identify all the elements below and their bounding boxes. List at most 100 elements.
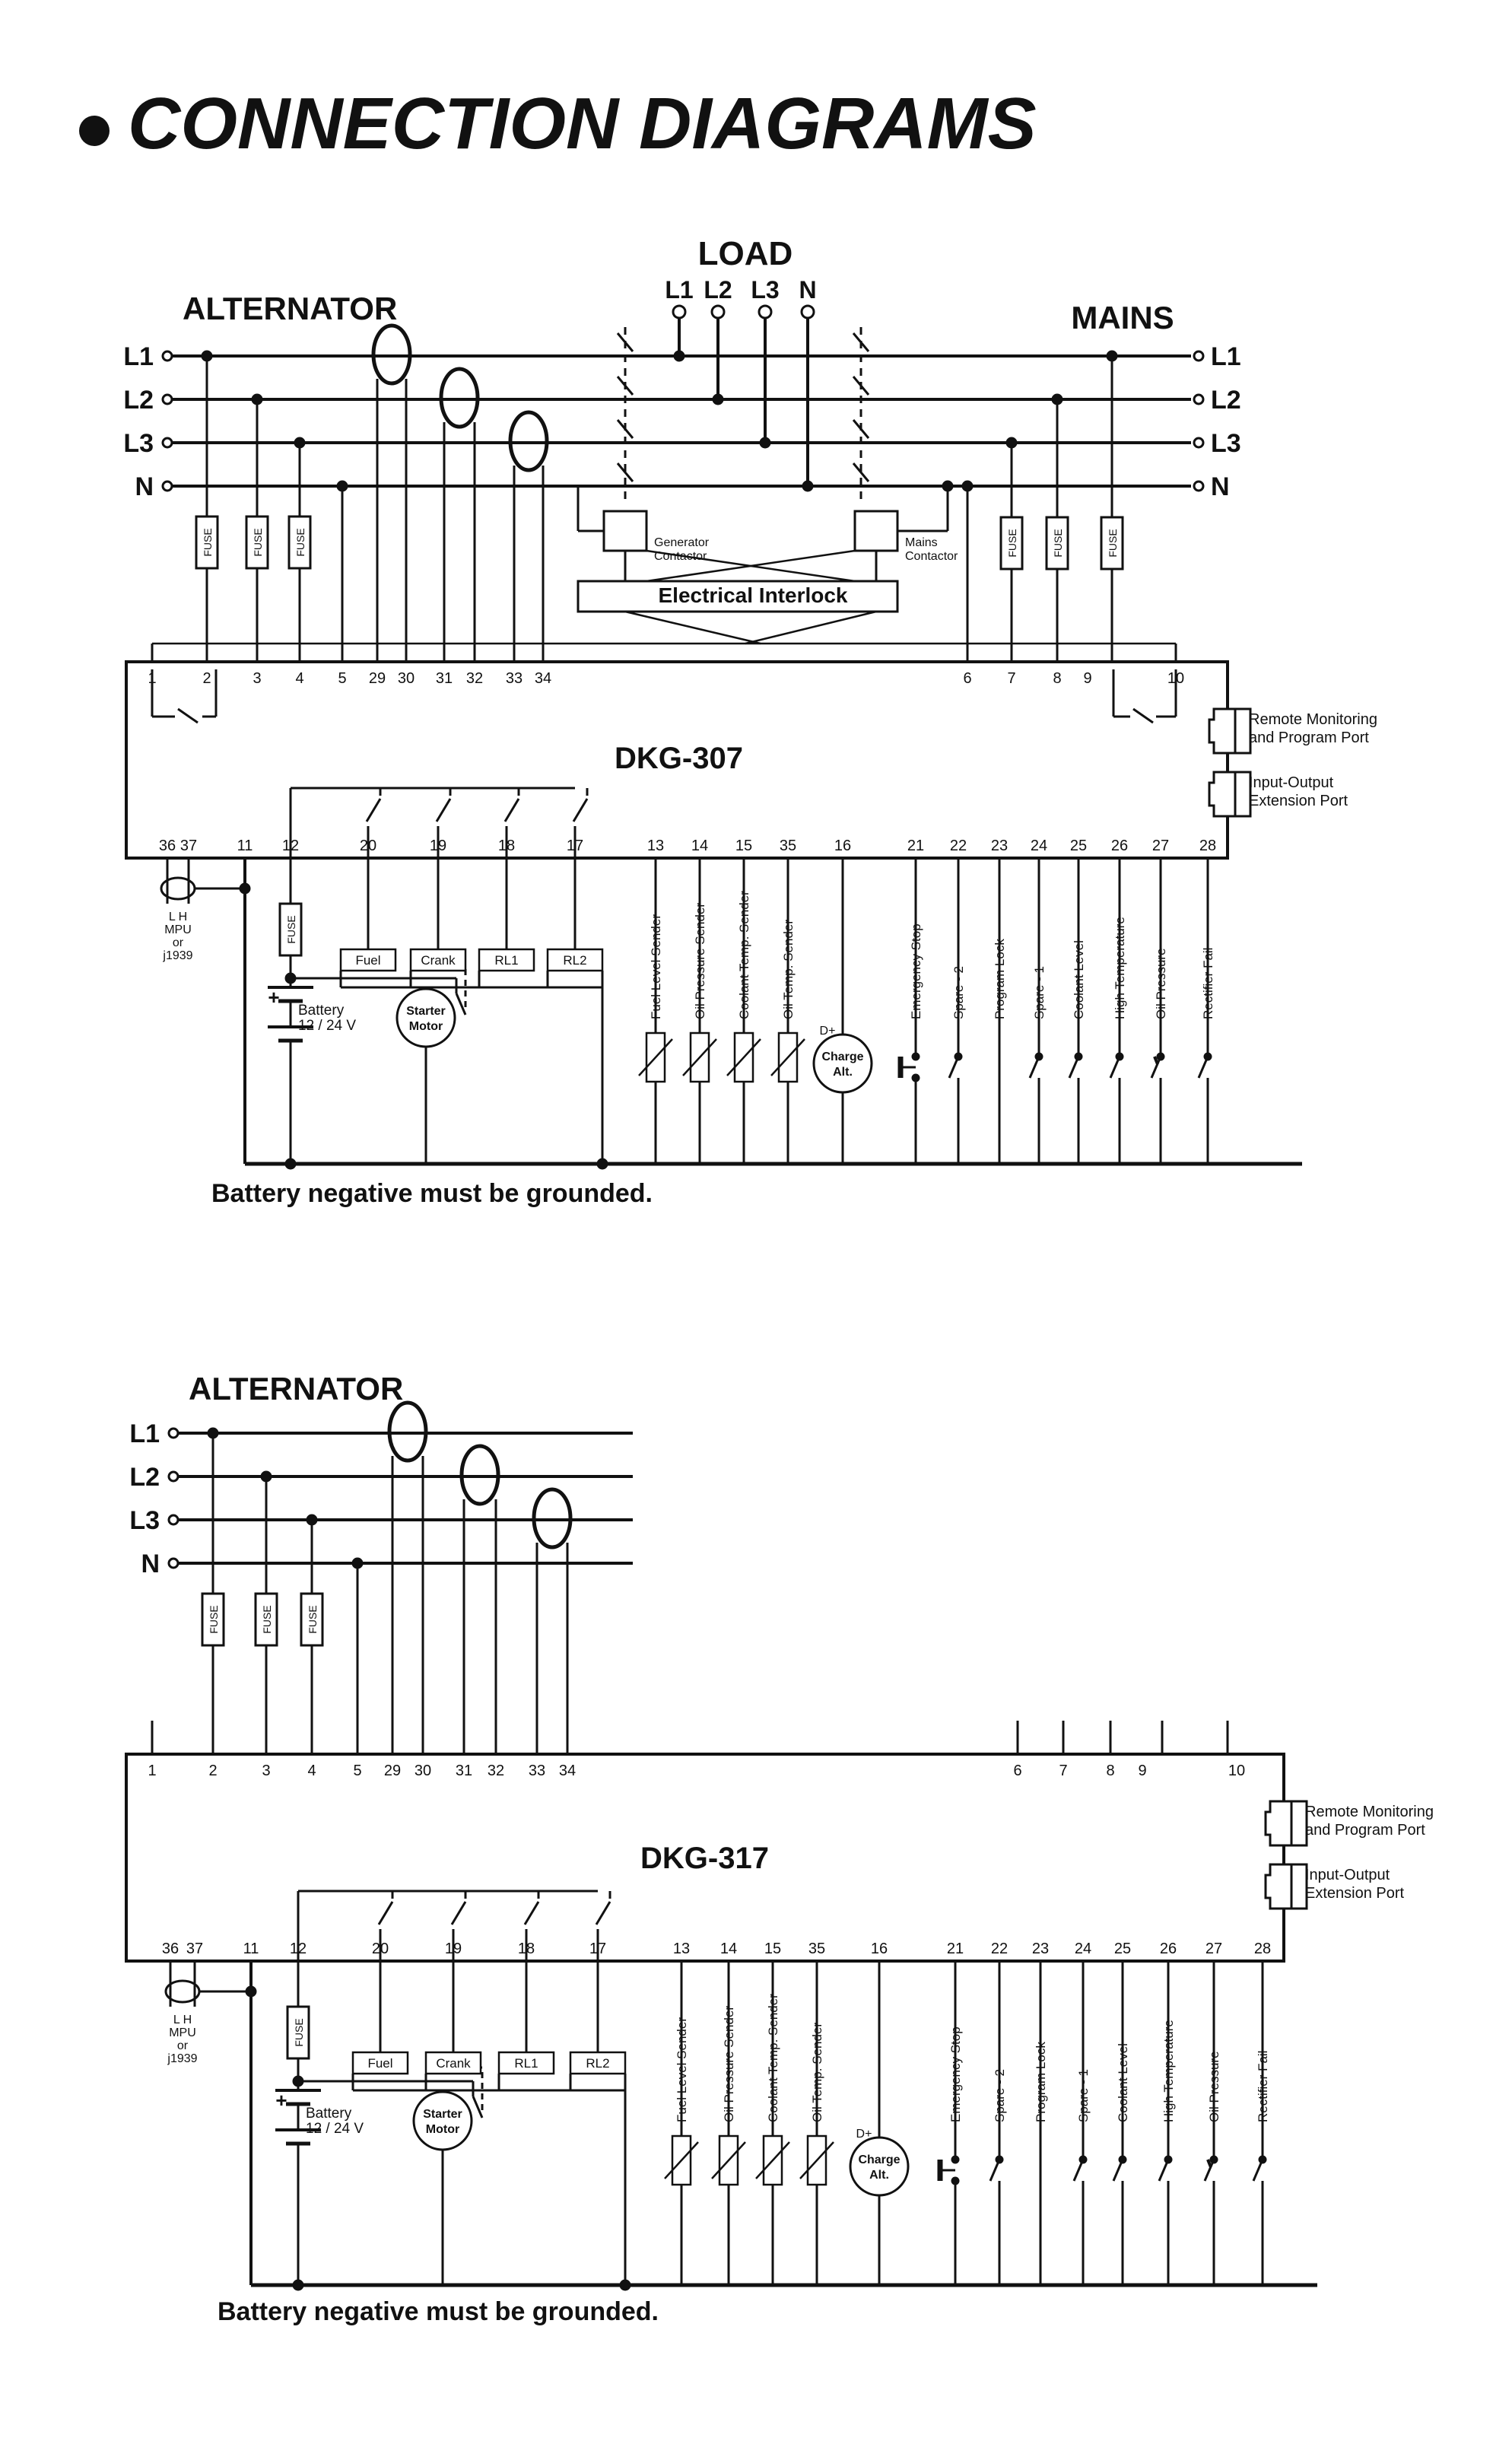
sender-variable-arrow [664, 2141, 699, 2179]
load-terminal-l2: L2 [704, 276, 732, 304]
terminal-27: 27 [1152, 838, 1169, 854]
terminal-12: 12 [282, 838, 299, 854]
terminal-24: 24 [1031, 838, 1047, 854]
control-cross [745, 610, 877, 645]
starter-label: Motor [426, 2123, 459, 2136]
relay-box-fuel [339, 948, 397, 972]
io-extension-port-label: Input-Output [1305, 1867, 1390, 1883]
sender-variable-arrow [770, 1038, 805, 1076]
battery-plus: + [275, 2089, 287, 2112]
output-relay-mains [1132, 707, 1154, 724]
relay-label-rl2: RL2 [586, 2056, 609, 2071]
mains-phase-l1: L1 [1211, 342, 1241, 371]
input-switch [1158, 2159, 1170, 2182]
remote-monitoring-port [1208, 707, 1252, 755]
phase-label-l3: L3 [129, 1506, 160, 1535]
current-transformer-1 [371, 323, 412, 386]
load-terminal-n: N [799, 276, 816, 304]
current-transformer-3 [532, 1487, 573, 1550]
terminal-33: 33 [506, 670, 523, 687]
charge-alternator [849, 2136, 910, 2197]
terminal-17: 17 [567, 838, 583, 854]
relay-contact-19 [435, 798, 452, 822]
generator-contactor-label: Generator [654, 536, 710, 549]
sender-variable-arrow [638, 1038, 673, 1076]
mpu-label: or [177, 2039, 189, 2052]
terminal-15: 15 [764, 1940, 781, 1957]
fuse-label: FUSE [307, 1605, 319, 1633]
fuse [287, 515, 312, 570]
control-cross [624, 610, 761, 645]
terminal-29: 29 [369, 670, 386, 687]
load-label: LOAD [698, 235, 793, 272]
relay-contact-17 [572, 798, 589, 822]
terminal-27: 27 [1205, 1940, 1222, 1957]
input-switch-mark [1206, 2159, 1212, 2168]
terminal-36: 36 [162, 1940, 179, 1957]
battery-label: Battery [298, 1003, 345, 1019]
alternator-label: ALTERNATOR [189, 1371, 403, 1406]
terminal-25: 25 [1070, 838, 1087, 854]
input-switch [948, 1056, 960, 1079]
relay-box-crank [409, 948, 467, 972]
mains-terminal [1193, 350, 1205, 362]
terminal-29: 29 [384, 1762, 401, 1779]
input-switch-mark [1153, 1056, 1159, 1065]
remote-monitoring-port-label: Remote Monitoring [1249, 711, 1377, 728]
terminal-37: 37 [180, 838, 197, 854]
terminal-19: 19 [445, 1940, 462, 1957]
terminal-31: 31 [456, 1762, 472, 1779]
terminal-20: 20 [360, 838, 376, 854]
relay-box-rl1 [478, 948, 535, 972]
fuse-label: FUSE [1052, 529, 1064, 557]
mpu-label: or [173, 936, 184, 949]
fuse [286, 2005, 310, 2060]
terminal-37: 37 [186, 1940, 203, 1957]
io-extension-port-label: Extension Port [1249, 793, 1348, 809]
mains-label: MAINS [1071, 300, 1174, 335]
relay-label-crank: Crank [421, 953, 456, 968]
junction-dot [802, 480, 814, 492]
terminal-16: 16 [834, 838, 851, 854]
terminal-5: 5 [338, 670, 346, 687]
io-extension-port [1208, 771, 1252, 818]
electrical-interlock [577, 580, 899, 613]
mains-phase-n: N [1211, 472, 1230, 501]
mpu-label: j1939 [167, 2052, 197, 2065]
terminal-18: 18 [518, 1940, 535, 1957]
input-switch [1109, 1056, 1121, 1079]
terminal-32: 32 [466, 670, 483, 687]
starter-label: Starter [423, 2108, 462, 2121]
terminal-11: 11 [237, 838, 253, 854]
mains-terminal [1193, 437, 1205, 449]
mains-phase-l2: L2 [1211, 386, 1241, 415]
terminal-23: 23 [991, 838, 1008, 854]
relay-box-rl1 [497, 2051, 555, 2075]
io-extension-port [1264, 1863, 1308, 1910]
input-switch [1068, 1056, 1080, 1079]
terminal-21: 21 [947, 1940, 964, 1957]
phase-label-n: N [135, 472, 154, 501]
fuse-label: FUSE [293, 2018, 305, 2046]
terminal-10: 10 [1228, 1762, 1245, 1779]
input-switch [1028, 1056, 1040, 1079]
terminal-36: 36 [159, 838, 176, 854]
dkg-307-connection-diagram: ALTERNATORL1L2L3NFUSEFUSEFUSEDKG-3071234… [123, 235, 1377, 1208]
mains-contactor-label: Contactor [905, 550, 958, 563]
generator-breaker-pole [616, 462, 634, 482]
interlock-cross [646, 549, 856, 583]
terminal-28: 28 [1254, 1940, 1271, 1957]
controller-name: DKG-317 [640, 1842, 769, 1875]
charge-label: Alt. [869, 2169, 889, 2182]
phase-terminal [167, 1470, 179, 1483]
input-switch [1150, 1056, 1162, 1079]
junction-dot [596, 1158, 608, 1170]
terminal-30: 30 [398, 670, 415, 687]
page-title: CONNECTION DIAGRAMS [128, 83, 1037, 164]
phase-terminal [167, 1514, 179, 1526]
terminal-23: 23 [1032, 1940, 1049, 1957]
mains-breaker-pole [852, 462, 870, 482]
charge-label: Charge [858, 2153, 900, 2166]
phase-label-l1: L1 [129, 1419, 160, 1448]
